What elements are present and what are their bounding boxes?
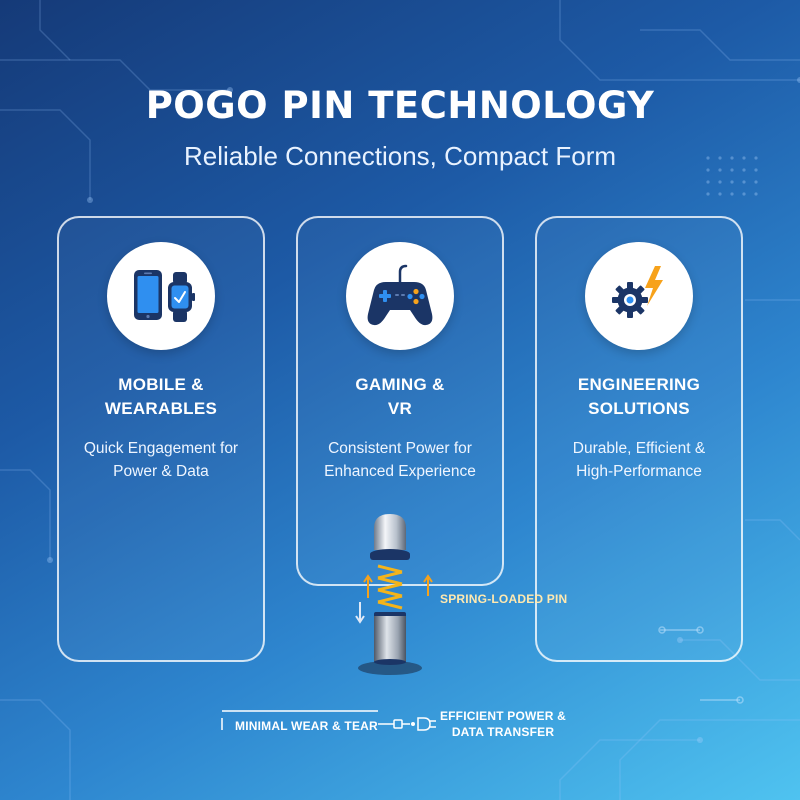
header: POGO PIN TECHNOLOGY Reliable Connections…: [0, 84, 800, 172]
card-engineering-solutions: ENGINEERING SOLUTIONS Durable, Efficient…: [535, 216, 743, 662]
minimal-wear-label: MINIMAL WEAR & TEAR: [235, 719, 378, 733]
page-subtitle: Reliable Connections, Compact Form: [183, 141, 617, 171]
icon-badge: [585, 242, 693, 350]
efficient-power-label: EFFICIENT POWER & DATA TRANSFER: [439, 709, 567, 739]
spring-loaded-pin-label: SPRING-LOADED PIN: [440, 592, 568, 606]
gamepad-icon: [367, 264, 433, 326]
gear-lightning-icon: [612, 266, 663, 318]
icon-badge: [346, 242, 454, 350]
icon-badge: [107, 242, 215, 350]
page-title: POGO PIN TECHNOLOGY: [145, 84, 655, 127]
plug-connector-icon: [378, 717, 436, 731]
pogo-pin-icon: [355, 514, 433, 675]
card-description: Quick Engagement for Power & Data: [83, 440, 239, 480]
card-description: Consistent Power for Enhanced Experience: [324, 440, 476, 480]
card-title: ENGINEERING SOLUTIONS: [577, 375, 701, 418]
phone-smartwatch-icon: [134, 270, 195, 322]
card-title: GAMING & VR: [355, 375, 445, 418]
card-description: Durable, Efficient & High-Performance: [572, 440, 706, 480]
card-mobile-wearables: MOBILE & WEARABLES Quick Engagement for …: [57, 216, 265, 662]
card-title: MOBILE & WEARABLES: [104, 375, 218, 418]
